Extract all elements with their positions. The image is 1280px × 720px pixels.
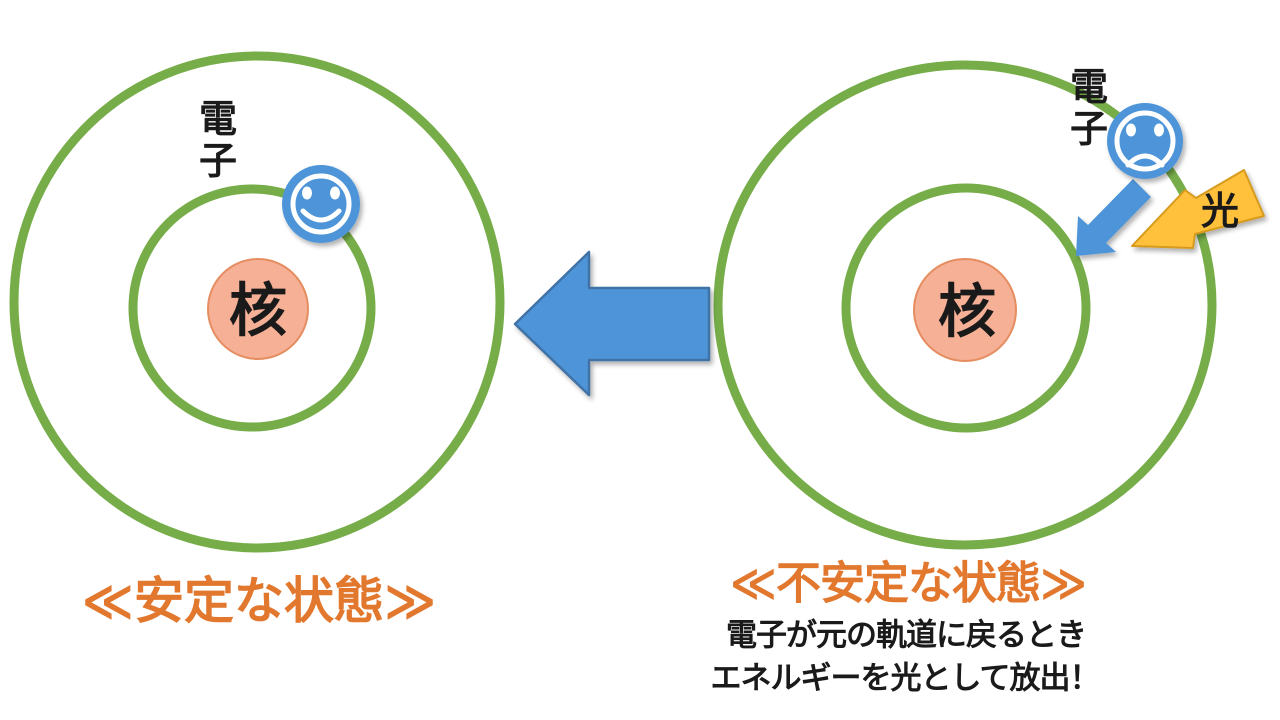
- right-nucleus-label: 核: [937, 279, 997, 345]
- left-state-caption: ≪安定な状態≫: [81, 572, 437, 629]
- right-note-line1: 電子が元の軌道に戻るとき: [726, 617, 1087, 653]
- left-electron-label-line2: 子: [198, 141, 238, 183]
- frowny-face-icon: [1107, 103, 1183, 179]
- right-inner-orbit: [841, 183, 1091, 433]
- left-nucleus-circle: [207, 258, 309, 360]
- left-electron-label: 電 子: [199, 99, 237, 183]
- left-outer-orbit: [9, 51, 505, 553]
- right-electron-label: 電 子: [1070, 67, 1108, 151]
- left-block-arrow-icon: [513, 250, 711, 397]
- right-state-caption: ≪不安定な状態≫: [729, 557, 1087, 609]
- left-inner-orbit: [128, 184, 376, 432]
- light-label: 光: [1200, 191, 1240, 234]
- smiley-face-icon: [282, 165, 360, 243]
- right-nucleus-circle: [913, 258, 1017, 362]
- left-electron-label-line1: 電: [198, 99, 238, 141]
- right-electron-label-line1: 電: [1069, 67, 1109, 109]
- right-note-line2: エネルギーを光として放出！: [710, 660, 1100, 696]
- lightning-bolt-icon: [1131, 169, 1265, 249]
- right-electron-label-line2: 子: [1069, 109, 1109, 151]
- right-outer-orbit: [713, 60, 1217, 550]
- left-nucleus-label: 核: [228, 278, 288, 344]
- down-left-block-arrow-icon: [1076, 179, 1151, 256]
